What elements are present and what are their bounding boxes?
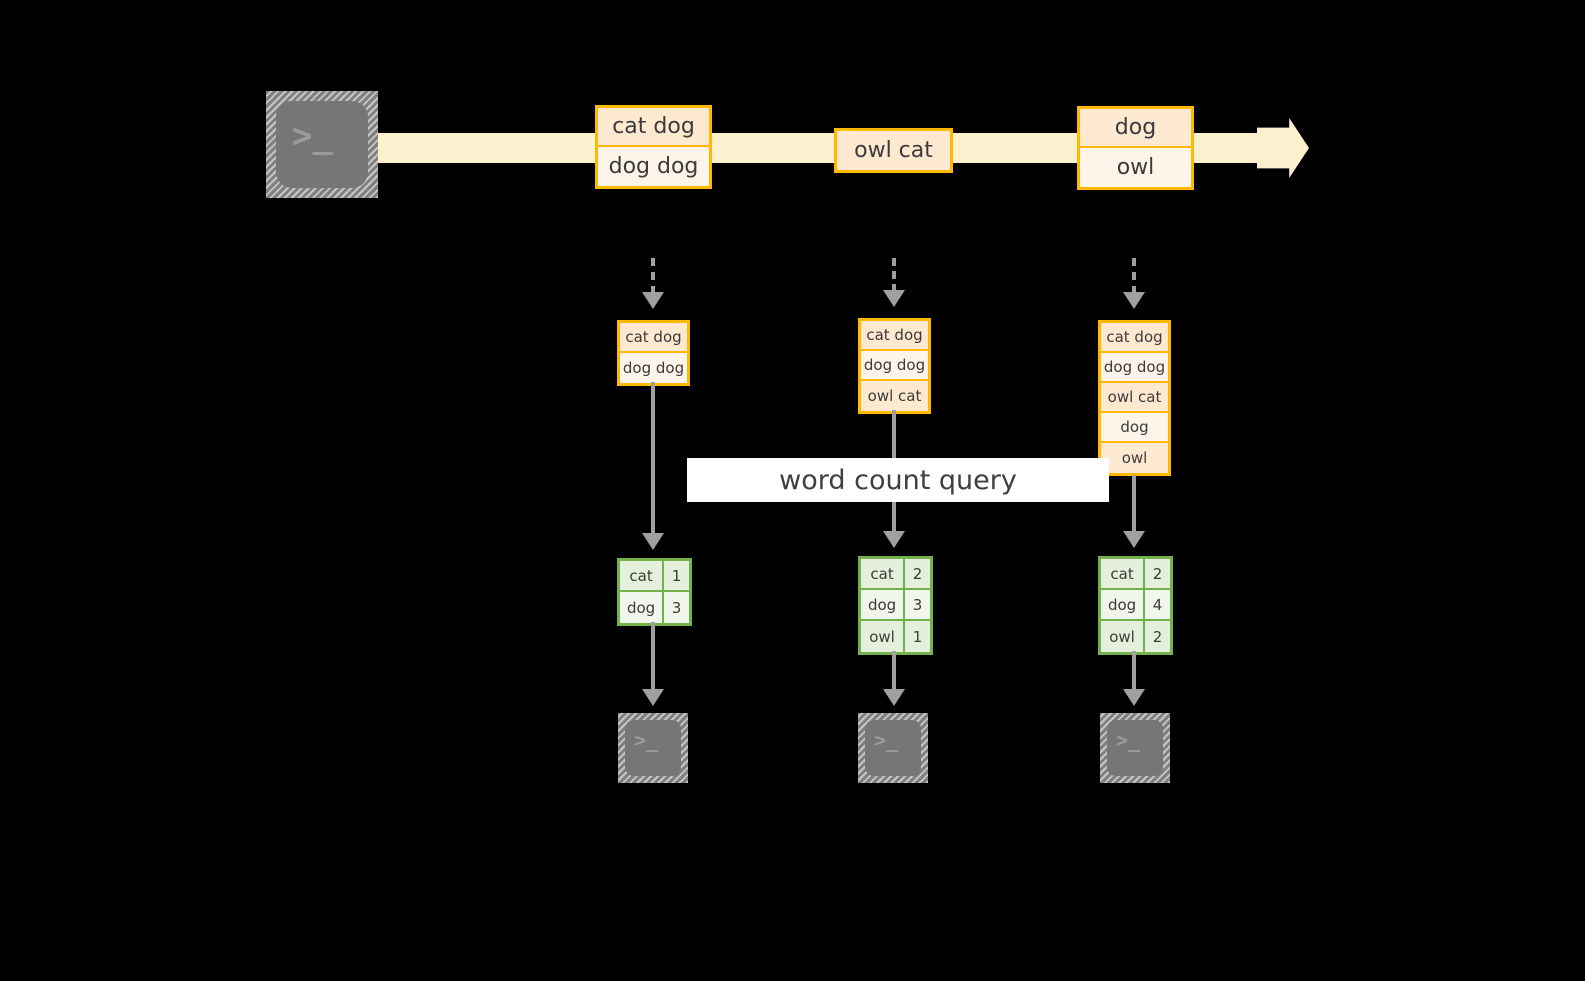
stream-row: dog dog xyxy=(1101,353,1168,383)
stream-state-2[interactable]: cat dog dog dog owl cat xyxy=(858,318,931,414)
table-row: dog 3 xyxy=(861,590,930,621)
connector-arrowhead-query-1 xyxy=(642,533,664,550)
message-line: owl cat xyxy=(854,138,933,163)
stream-row: cat dog xyxy=(1101,323,1168,353)
result-word: cat xyxy=(1101,559,1146,588)
connector-output-1 xyxy=(651,622,655,690)
terminal-prompt: >_ xyxy=(634,728,659,752)
result-table-3[interactable]: cat 2 dog 4 owl 2 xyxy=(1098,556,1173,655)
result-word: cat xyxy=(861,559,906,588)
connector-arrowhead-output-2 xyxy=(883,689,905,706)
producer-terminal-icon[interactable]: >_ xyxy=(266,91,378,198)
table-row: owl 2 xyxy=(1101,621,1170,652)
terminal-prompt: >_ xyxy=(1116,728,1141,752)
result-count: 4 xyxy=(1152,595,1163,614)
message-line: cat dog xyxy=(598,108,709,147)
terminal-screen: >_ xyxy=(865,720,921,776)
table-row: cat 2 xyxy=(1101,559,1170,590)
connector-arrowhead-output-3 xyxy=(1123,689,1145,706)
timeline-message-1[interactable]: cat dog dog dog xyxy=(595,105,712,189)
connector-arrowhead-output-1 xyxy=(642,689,664,706)
stream-row: dog xyxy=(1101,413,1168,443)
terminal-screen: >_ xyxy=(625,720,681,776)
consumer-terminal-icon-2[interactable]: >_ xyxy=(858,713,928,783)
message-line: dog xyxy=(1080,109,1191,148)
message-line: dog dog xyxy=(598,147,709,186)
query-label: word count query xyxy=(687,458,1109,502)
table-row: cat 1 xyxy=(620,561,689,592)
result-word: dog xyxy=(620,592,665,623)
table-row: cat 2 xyxy=(861,559,930,590)
timeline-message-2[interactable]: owl cat xyxy=(834,128,953,173)
table-row: dog 3 xyxy=(620,592,689,623)
result-word: owl xyxy=(861,621,906,652)
result-count: 1 xyxy=(912,627,923,646)
stream-row: dog dog xyxy=(620,353,687,383)
result-count: 3 xyxy=(671,598,682,617)
stream-row: cat dog xyxy=(620,323,687,353)
timeline-message-3[interactable]: dog owl xyxy=(1077,106,1194,190)
terminal-prompt: >_ xyxy=(874,728,899,752)
stream-state-1[interactable]: cat dog dog dog xyxy=(617,320,690,386)
consumer-terminal-icon-3[interactable]: >_ xyxy=(1100,713,1170,783)
stream-row: cat dog xyxy=(861,321,928,351)
result-table-1[interactable]: cat 1 dog 3 xyxy=(617,558,692,626)
terminal-screen: >_ xyxy=(276,101,368,188)
connector-query-3 xyxy=(1132,475,1136,533)
connector-arrowhead-1 xyxy=(642,292,664,309)
connector-arrowhead-2 xyxy=(883,290,905,307)
result-count: 2 xyxy=(1152,627,1163,646)
result-word: cat xyxy=(620,561,665,590)
table-row: owl 1 xyxy=(861,621,930,652)
stream-state-3[interactable]: cat dog dog dog owl cat dog owl xyxy=(1098,320,1171,476)
stream-row: dog dog xyxy=(861,351,928,381)
connector-arrowhead-query-3 xyxy=(1123,531,1145,548)
terminal-prompt: >_ xyxy=(292,116,333,156)
stream-row: owl cat xyxy=(867,387,922,405)
result-count: 2 xyxy=(1152,564,1163,583)
stream-row: owl cat xyxy=(1101,383,1168,413)
result-table-2[interactable]: cat 2 dog 3 owl 1 xyxy=(858,556,933,655)
consumer-terminal-icon-1[interactable]: >_ xyxy=(618,713,688,783)
result-word: dog xyxy=(861,590,906,619)
message-line: owl xyxy=(1080,148,1191,187)
connector-dashed-3 xyxy=(1132,258,1136,294)
connector-arrowhead-3 xyxy=(1123,292,1145,309)
result-word: owl xyxy=(1101,621,1146,652)
result-count: 3 xyxy=(912,595,923,614)
timeline-arrow-icon xyxy=(1257,118,1309,178)
table-row: dog 4 xyxy=(1101,590,1170,621)
terminal-screen: >_ xyxy=(1107,720,1163,776)
connector-query-1 xyxy=(651,382,655,534)
stream-row: owl xyxy=(1121,449,1148,467)
connector-output-2 xyxy=(892,651,896,690)
result-count: 2 xyxy=(912,564,923,583)
connector-arrowhead-query-2 xyxy=(883,531,905,548)
result-count: 1 xyxy=(671,566,682,585)
result-word: dog xyxy=(1101,590,1146,619)
connector-dashed-2 xyxy=(892,258,896,292)
connector-dashed-1 xyxy=(651,258,655,294)
connector-output-3 xyxy=(1132,651,1136,690)
